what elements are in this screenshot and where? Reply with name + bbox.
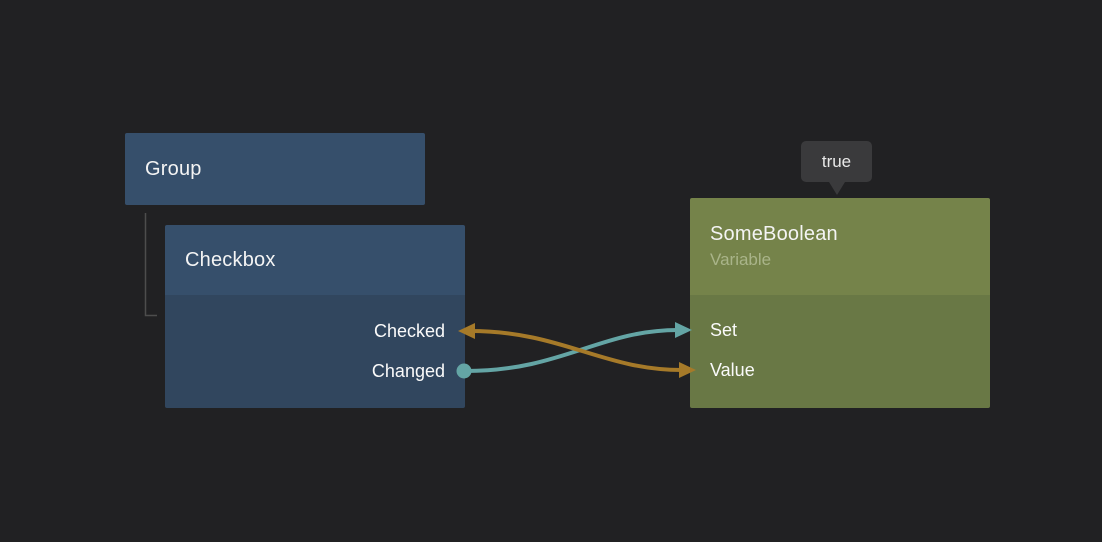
port-changed[interactable]: Changed — [165, 351, 465, 391]
port-checked-label: Checked — [373, 320, 445, 341]
node-group[interactable]: Group — [125, 133, 425, 205]
port-set[interactable]: Set — [690, 310, 990, 350]
value-tooltip: true — [801, 141, 872, 195]
node-variable-subtitle: Variable — [710, 250, 772, 269]
wire-checked-to-value[interactable] — [468, 329, 684, 372]
port-changed-label: Changed — [371, 360, 445, 381]
node-checkbox[interactable]: Checkbox Checked Changed — [165, 225, 465, 408]
node-variable[interactable]: SomeBoolean Variable Set Value — [690, 198, 990, 408]
value-tooltip-text: true — [821, 151, 852, 171]
port-value-label: Value — [710, 359, 755, 380]
node-group-header: Group — [125, 133, 425, 205]
node-checkbox-title: Checkbox — [185, 248, 276, 271]
port-value[interactable]: Value — [690, 350, 990, 390]
node-checkbox-body: Checked Changed — [165, 295, 465, 408]
node-variable-title: SomeBoolean — [710, 223, 838, 245]
node-group-title: Group — [145, 157, 202, 180]
hierarchy-line — [144, 213, 157, 317]
node-variable-header: SomeBoolean Variable — [690, 198, 990, 295]
tooltip-arrow — [828, 182, 845, 195]
port-checked[interactable]: Checked — [165, 311, 465, 351]
node-checkbox-header: Checkbox — [165, 225, 465, 295]
node-variable-body: Set Value — [690, 295, 990, 408]
wire-changed-to-set[interactable] — [464, 328, 680, 373]
port-set-label: Set — [710, 319, 738, 340]
